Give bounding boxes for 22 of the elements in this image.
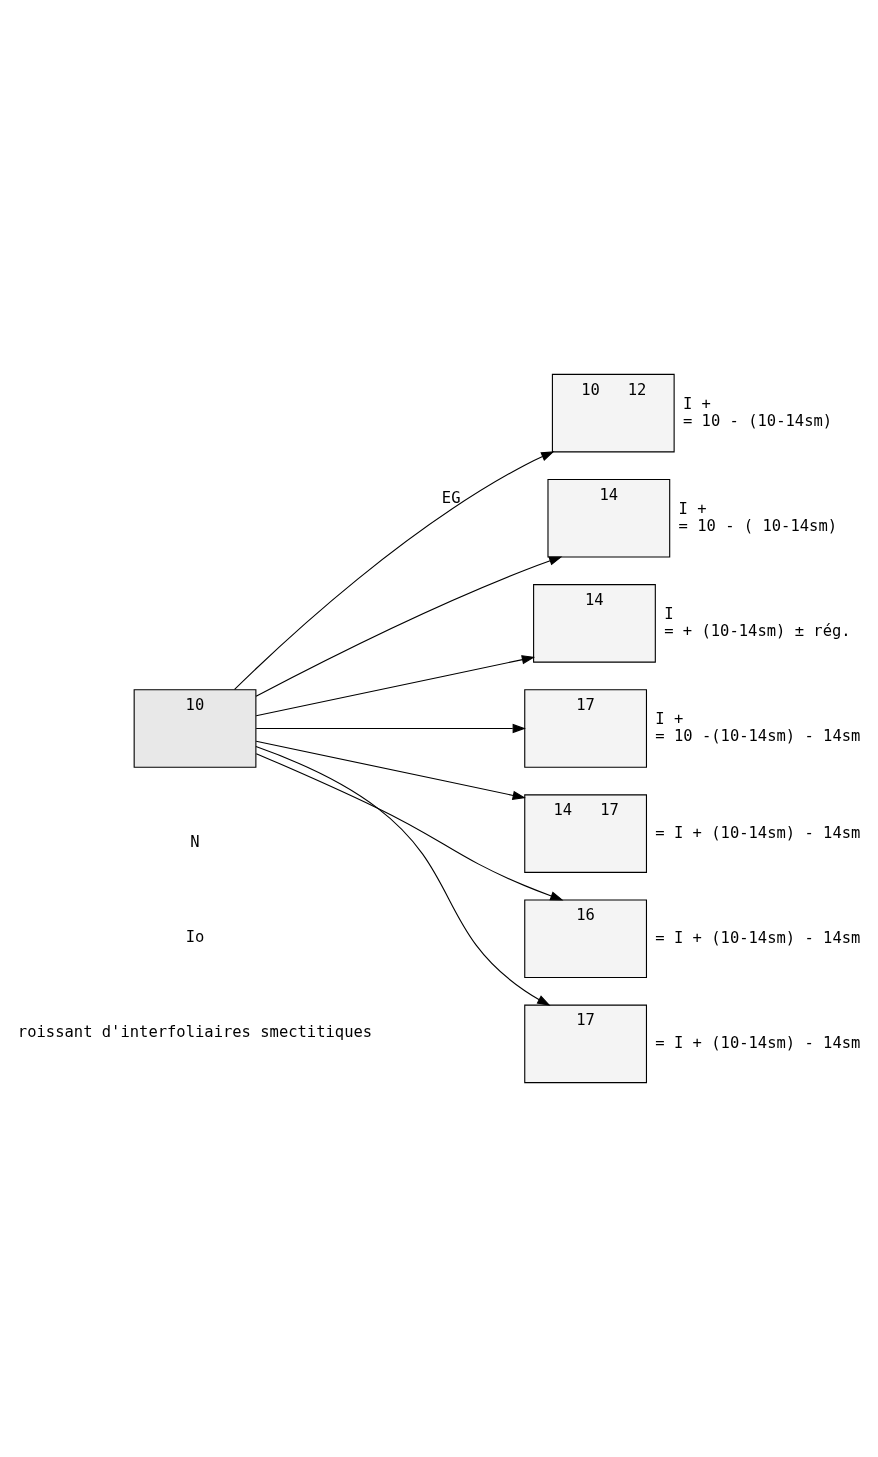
label: roissant d'interfoliaires smectitiques (17, 1022, 373, 1041)
node-label: = I + (10-14sm) - 14sm (655, 928, 861, 947)
node-label: = 10 - ( 10-14sm) (678, 516, 838, 535)
arrow (255, 723, 526, 734)
node-label: I + (682, 394, 711, 413)
arrow (234, 451, 555, 690)
node-label: I (664, 605, 674, 624)
arrow (255, 753, 564, 901)
arrow (255, 655, 536, 717)
node-label: = 10 -(10-14sm) - 14sm (655, 726, 861, 745)
node-label: I + (678, 500, 707, 519)
label: Io (185, 927, 205, 946)
label: N (190, 832, 200, 851)
node-label: = I + (10-14sm) - 14sm (655, 823, 861, 842)
node-label: I + (655, 710, 684, 729)
arrow (255, 740, 526, 800)
arrow (255, 746, 551, 1006)
node-label: = I + (10-14sm) - 14sm (655, 1033, 861, 1052)
node-label: = + (10-14sm) ± rég. (664, 621, 851, 640)
node-label: = 10 - (10-14sm) (682, 411, 833, 430)
edge-label: EG (441, 489, 461, 507)
arrow (255, 556, 563, 697)
